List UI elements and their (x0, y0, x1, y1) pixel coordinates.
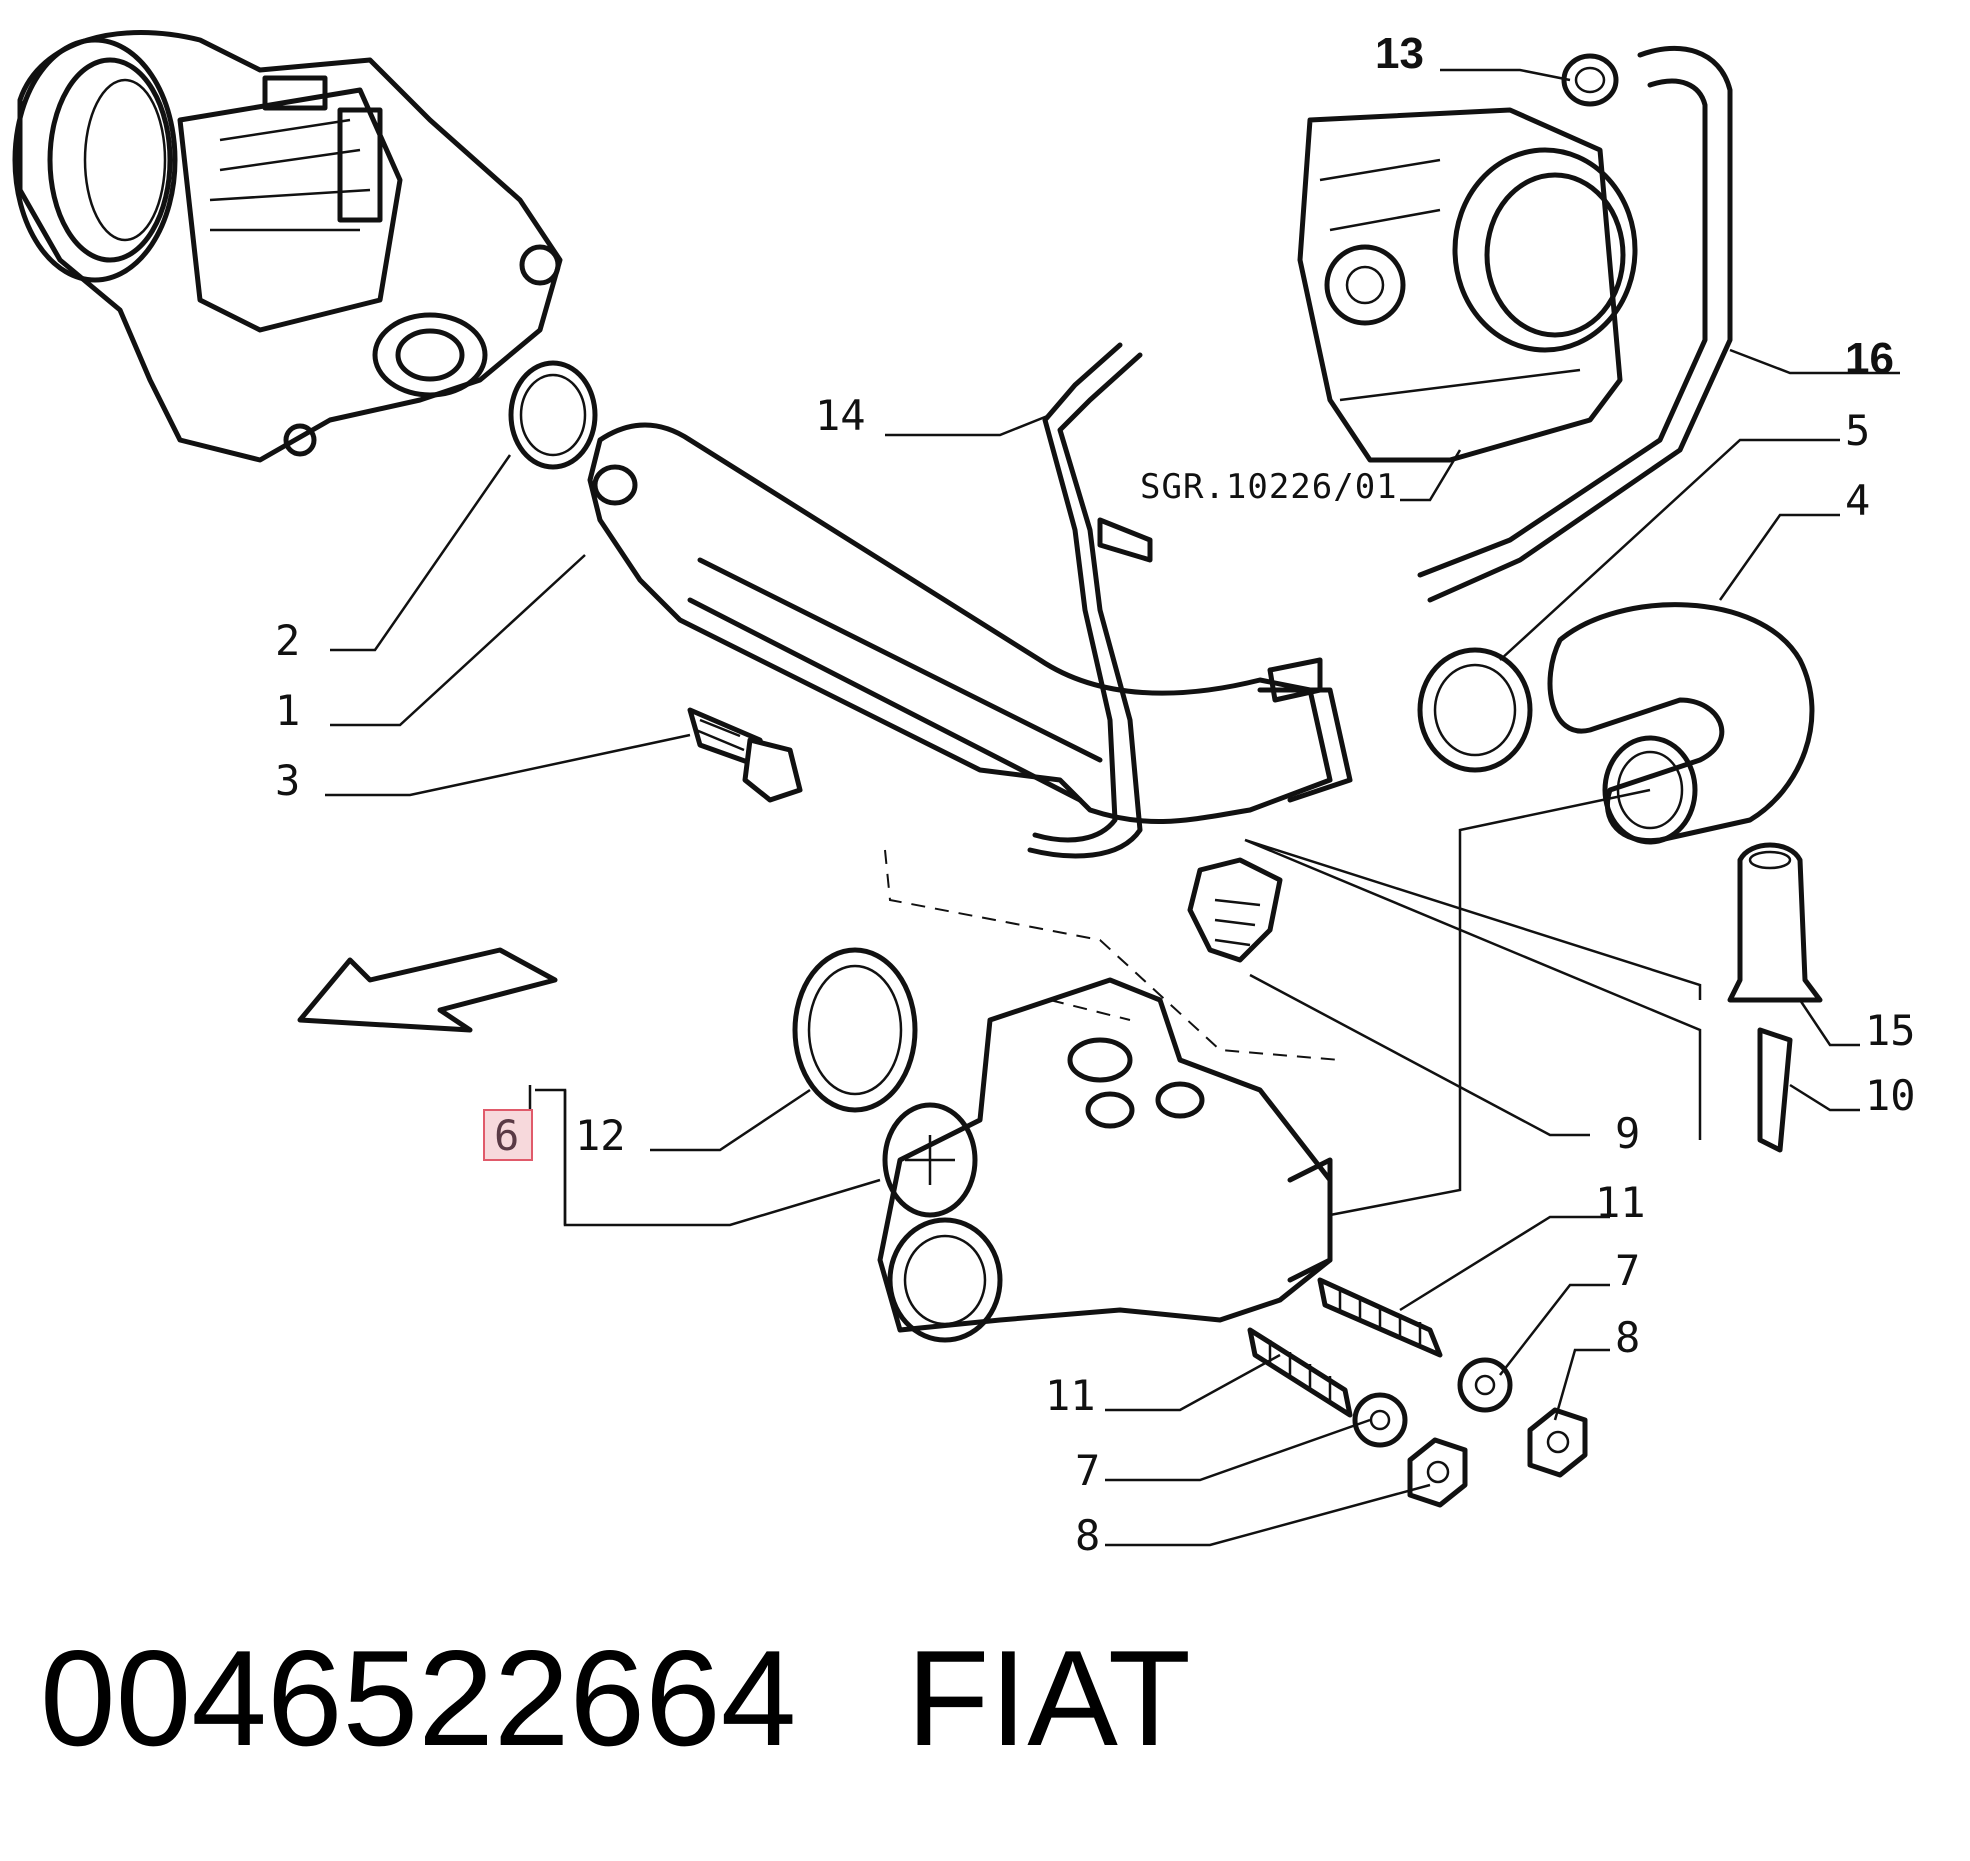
boot-15 (1727, 842, 1823, 1003)
reference-code: SGR.10226/01 (1140, 467, 1398, 507)
direction-arrow (297, 947, 558, 1033)
callout-13: 13 (1375, 29, 1424, 78)
clamp-13 (1561, 53, 1619, 107)
callout-8-upper: 8 (1615, 1313, 1640, 1362)
coolant-pipe-1 (587, 422, 1353, 824)
elbow-hose-4 (1547, 602, 1815, 845)
callout-14: 14 (815, 391, 866, 440)
callout-11-lower: 11 (1045, 1371, 1096, 1420)
water-pump (12, 30, 563, 463)
clip-10 (1757, 1027, 1793, 1153)
callout-15: 15 (1865, 1006, 1916, 1055)
sensor-9 (1187, 857, 1283, 963)
throttle-body (1297, 107, 1638, 463)
callout-11-upper: 11 (1595, 1178, 1646, 1227)
callout-16: 16 (1845, 334, 1894, 383)
hose-clip (1097, 517, 1153, 563)
o-ring-2 (508, 360, 598, 470)
callout-7-lower: 7 (1075, 1446, 1100, 1495)
callout-3: 3 (275, 756, 300, 805)
callout-9: 9 (1615, 1109, 1640, 1158)
stud-11-lower (1247, 1327, 1353, 1418)
callout-2: 2 (275, 616, 300, 665)
stud-11-upper (1317, 1277, 1443, 1358)
hose-14 (1027, 352, 1143, 859)
callout-5: 5 (1845, 406, 1870, 455)
nut-8-upper (1527, 1407, 1588, 1478)
o-ring-12 (792, 947, 918, 1113)
washer-7-upper (1457, 1357, 1513, 1413)
thermostat-housing-6 (877, 977, 1333, 1343)
bolt-3 (687, 707, 803, 803)
callout-4: 4 (1845, 476, 1870, 525)
nut-8-lower (1407, 1437, 1468, 1508)
callout-10: 10 (1865, 1071, 1916, 1120)
washer-7-lower (1352, 1392, 1408, 1448)
callout-8-lower: 8 (1075, 1511, 1100, 1560)
callout-12: 12 (575, 1111, 626, 1160)
callout-6: 6 (494, 1111, 519, 1160)
hose-16 (1427, 46, 1733, 603)
callout-1: 1 (275, 686, 300, 735)
clamp-5 (1417, 647, 1533, 773)
highlight-box-6 (483, 1109, 533, 1161)
part-number: 0046522664 (40, 1622, 797, 1774)
brand-name: FIAT (906, 1622, 1191, 1774)
callout-7-upper: 7 (1615, 1246, 1640, 1295)
